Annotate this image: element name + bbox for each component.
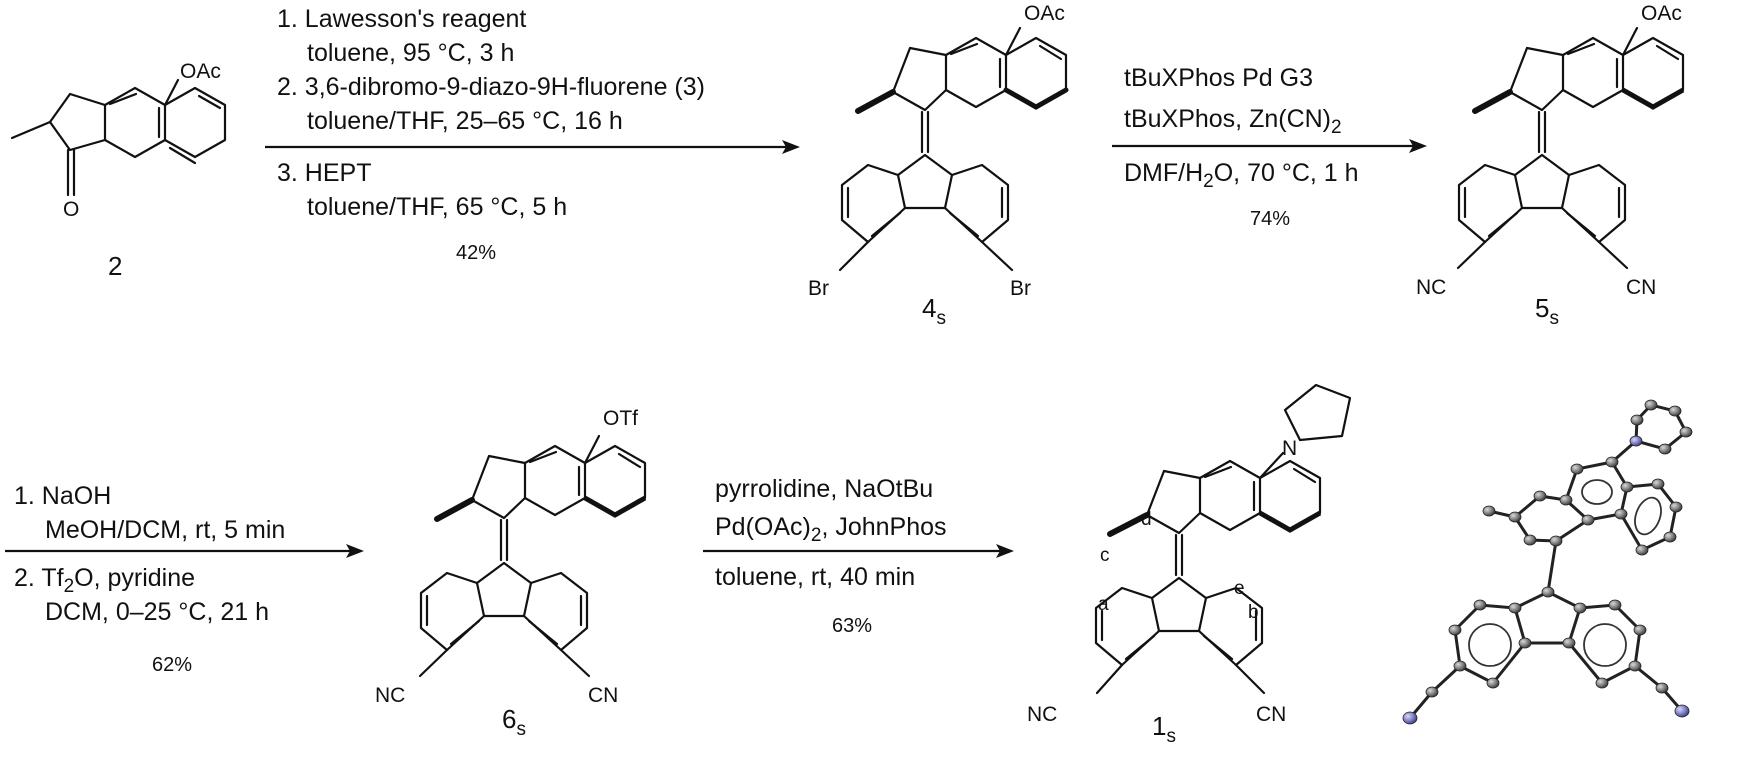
step2-line3: DMF/H2O, 70 °C, 1 h [1124,159,1359,192]
step2-arrow [1112,139,1427,153]
step2-line2: tBuXPhos, Zn(CN)2 [1124,105,1342,138]
step4-line1: pyrrolidine, NaOtBu [715,475,933,503]
step2-yield: 74% [1250,208,1290,230]
cn-label-6s: CN [588,684,618,707]
br-label-left-4s: Br [808,277,829,300]
compound-1s-bold-ring [1258,510,1322,533]
step3-line3: 2. Tf2O, pyridine [14,564,195,597]
cn-label-5s: CN [1626,276,1656,299]
step1-line6: toluene/THF, 65 °C, 5 h [307,193,567,221]
position-a-label: a [1098,594,1109,615]
step1-line4: toluene/THF, 25–65 °C, 16 h [307,107,623,135]
step3-line4: DCM, 0–25 °C, 21 h [45,598,269,626]
step3-yield: 62% [152,654,192,676]
compound-label-1s: 1s [1152,711,1176,747]
position-b-label: b [1248,602,1259,623]
compound-label-5s: 5s [1535,293,1559,329]
oac-label-2: OAc [180,60,221,83]
otf-label-6s: OTf [603,407,638,430]
step1-line2: toluene, 95 °C, 3 h [307,39,514,67]
step4-line2: Pd(OAc)2, JohnPhos [715,513,947,546]
n-label-1s: N [1282,437,1297,460]
compound-6s-bold-ring [583,495,647,518]
compound-5s-structure [1456,26,1685,270]
oac-label-5s: OAc [1641,2,1682,25]
step4-line3: toluene, rt, 40 min [715,563,915,591]
compound-4s-bold-ring [1003,87,1069,110]
step3-line2: MeOH/DCM, rt, 5 min [45,516,285,544]
nc-label-6s: NC [375,684,405,707]
position-c-label: c [1100,545,1110,566]
step1-conditions: 1. Lawesson's reagent toluene, 95 °C, 3 … [277,5,705,264]
step4-arrow [703,544,1014,558]
compound-label-6s: 6s [502,704,526,740]
step1-line1: 1. Lawesson's reagent [277,5,526,33]
step3-conditions: 1. NaOH MeOH/DCM, rt, 5 min 2. Tf2O, pyr… [14,482,285,676]
step4-yield: 63% [832,615,872,637]
cn-label-1s: CN [1256,703,1286,726]
compound-4s-structure [838,26,1068,272]
xray-crystal-structure [1402,399,1693,725]
step1-arrow [265,140,800,154]
oac-label-4s: OAc [1024,2,1065,25]
compound-label-2: 2 [108,251,122,281]
step3-line1: 1. NaOH [14,482,111,510]
step2-line1: tBuXPhos Pd G3 [1124,64,1313,92]
position-d-label: d [1141,509,1152,530]
nc-label-5s: NC [1416,276,1446,299]
step1-line3: 2. 3,6-dibromo-9-diazo-9H-fluorene (3) [277,73,705,101]
position-e-label: e [1234,578,1245,599]
compound-label-4s: 4s [922,293,946,329]
step1-line5: 3. HEPT [277,159,371,187]
compound-1s-structure [1094,383,1352,695]
step1-yield: 42% [456,242,496,264]
compound-2-structure [10,78,227,197]
step2-conditions: tBuXPhos Pd G3 tBuXPhos, Zn(CN)2 DMF/H2O… [1124,64,1359,230]
carbonyl-o-label: O [63,198,79,221]
compound-5s-bold-ring [1621,87,1685,110]
compound-6s-structure [418,434,647,678]
nc-label-1s: NC [1027,703,1057,726]
br-label-right-4s: Br [1010,277,1031,300]
step4-conditions: pyrrolidine, NaOtBu Pd(OAc)2, JohnPhos t… [715,475,947,637]
step3-arrow [5,544,364,558]
